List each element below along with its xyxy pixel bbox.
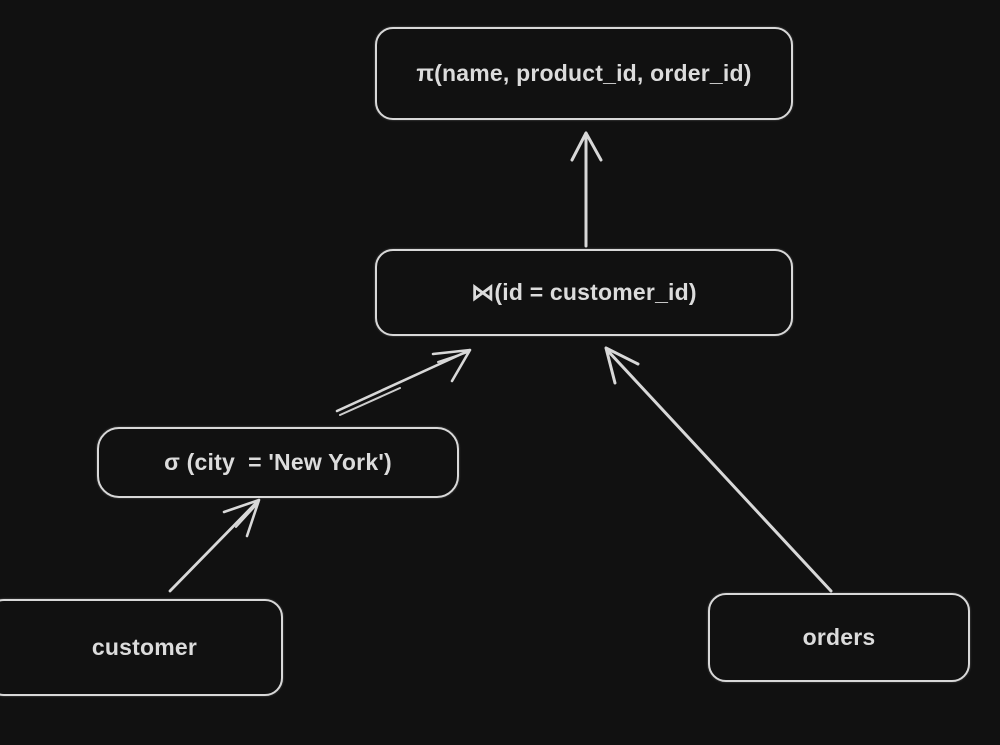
node-join[interactable]: ⋈(id = customer_id) xyxy=(375,249,793,336)
edge-join-to-project xyxy=(570,131,603,248)
node-relation-customer[interactable]: customer xyxy=(0,599,283,696)
node-relation-customer-label: customer xyxy=(91,633,198,660)
node-selection-label: σ (city = 'New York') xyxy=(164,448,392,475)
node-projection-label: π(name, product_id, order_id) xyxy=(416,59,752,86)
edge-customer-to-select xyxy=(168,498,261,593)
node-relation-orders[interactable]: orders xyxy=(708,593,970,682)
node-join-label: ⋈(id = customer_id) xyxy=(471,278,697,305)
node-projection[interactable]: π(name, product_id, order_id) xyxy=(375,27,793,120)
edge-select-to-join xyxy=(335,348,472,416)
edge-orders-to-join xyxy=(604,346,833,593)
node-relation-orders-label: orders xyxy=(802,623,876,650)
node-selection[interactable]: σ (city = 'New York') xyxy=(97,427,459,498)
